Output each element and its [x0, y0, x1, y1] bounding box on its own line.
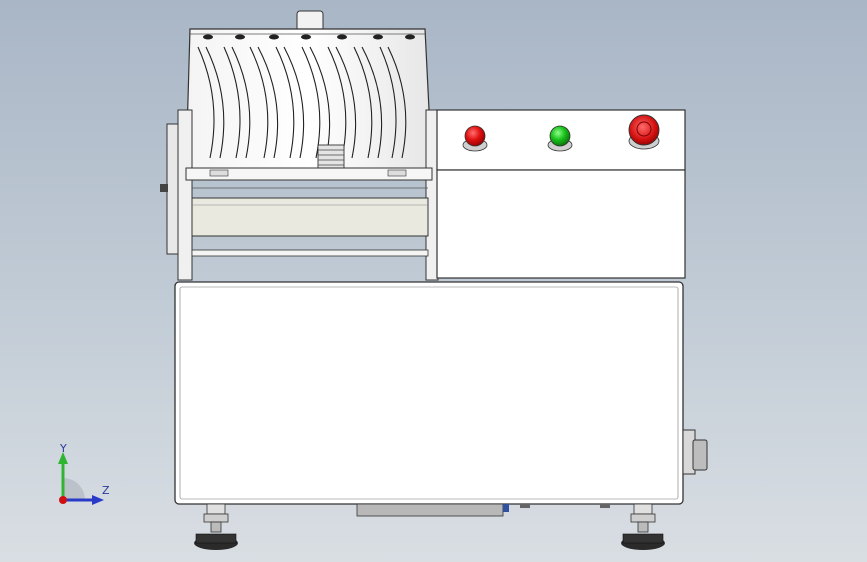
left-side-plate [160, 109, 193, 281]
drum-frame [185, 167, 433, 257]
top-handle [296, 10, 324, 32]
drum-top-holes [203, 34, 415, 40]
main-cabinet [174, 281, 684, 505]
axis-label-z: Z [102, 484, 110, 497]
red-push-button[interactable] [462, 125, 488, 152]
axis-label-y: Y [60, 442, 67, 455]
xyz-triad-icon: Y Z [48, 440, 118, 510]
side-connector [682, 429, 708, 475]
bottom-drawer [356, 503, 610, 517]
left-foot [194, 503, 238, 550]
tumbler-drum [185, 28, 433, 174]
green-push-button[interactable] [547, 125, 573, 152]
emergency-stop-button[interactable] [628, 114, 660, 150]
right-foot [621, 503, 665, 550]
drum-slots [197, 46, 407, 159]
